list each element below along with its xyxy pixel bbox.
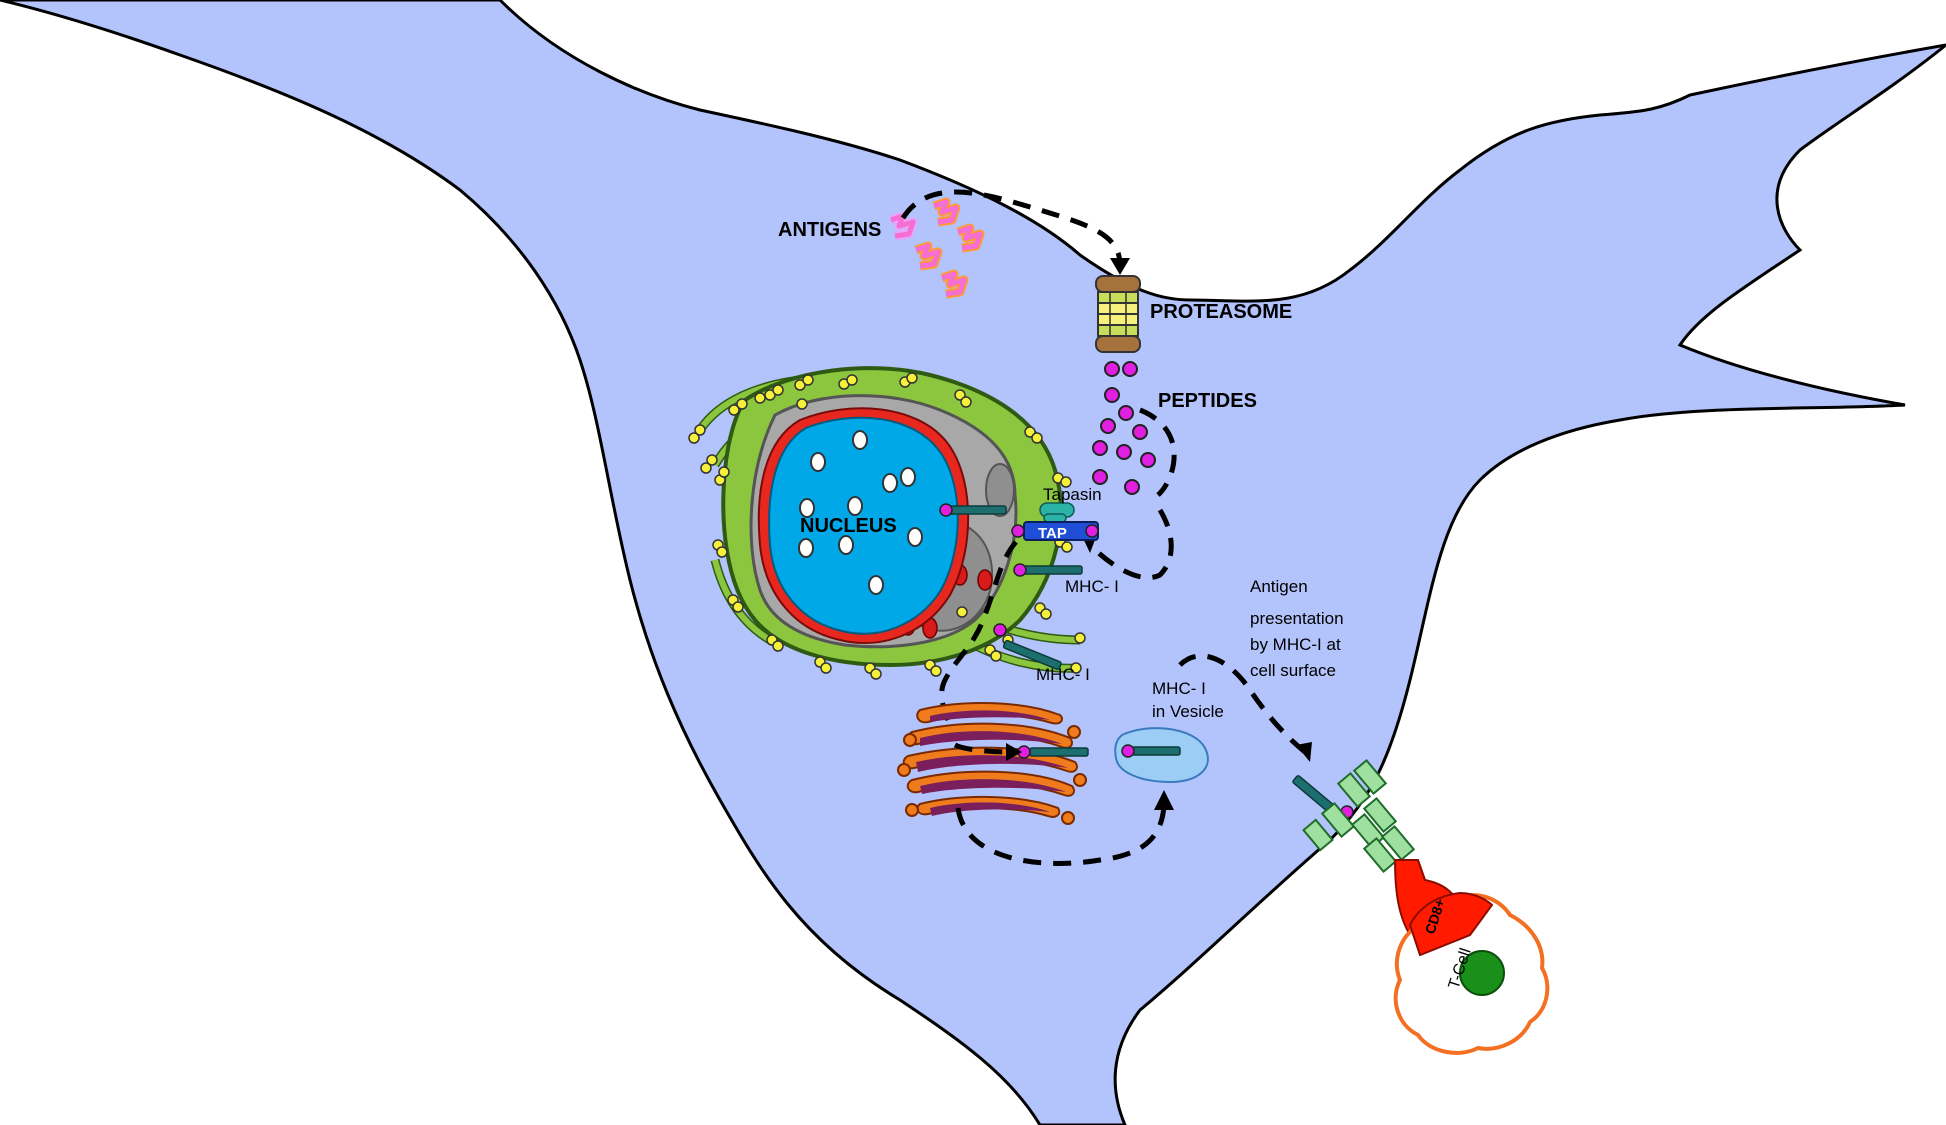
mhc-i-icon xyxy=(993,623,1062,671)
antigen-icon xyxy=(914,241,943,271)
vesicle-icon xyxy=(1114,727,1209,784)
tapasin-label: Tapasin xyxy=(1043,485,1102,504)
t-cell-icon xyxy=(1393,859,1550,1055)
peptide-icon xyxy=(1100,418,1116,434)
peptide-icon xyxy=(1140,452,1156,468)
proteasome-icon xyxy=(1095,275,1141,353)
arrowhead xyxy=(1110,258,1130,275)
antigens-group xyxy=(889,197,985,299)
proteasome-label: PROTEASOME xyxy=(1150,301,1292,323)
peptide-icon xyxy=(1116,444,1132,460)
vesicle-label-line2: in Vesicle xyxy=(1152,702,1224,721)
peptide-icon xyxy=(1124,479,1140,495)
golgi-icon xyxy=(897,702,1087,825)
tapasin-icon xyxy=(1039,502,1075,523)
arrow-into-golgi xyxy=(953,742,1015,755)
peptides-label: PEPTIDES xyxy=(1158,390,1257,412)
mhc-i-icon xyxy=(1013,563,1083,577)
antigen-icon xyxy=(932,197,961,227)
peptide-icon xyxy=(1118,405,1134,421)
mhc-i-er-label: MHC- I xyxy=(1065,577,1119,596)
antigen-icon xyxy=(940,269,969,299)
arrow-peptides-to-tap xyxy=(1088,407,1177,581)
peptide-icon xyxy=(1104,361,1120,377)
nucleus-label: NUCLEUS xyxy=(800,515,897,537)
mhc-i-icon xyxy=(939,503,1007,517)
arrowhead xyxy=(1006,743,1022,761)
arrow-antigens-to-proteasome xyxy=(900,189,1123,266)
tap-label: TAP xyxy=(1038,525,1067,542)
mhc-i-icon xyxy=(1017,745,1089,759)
antigen-icon xyxy=(956,223,985,253)
presentation-label-line2: presentation xyxy=(1250,609,1344,628)
arrowhead xyxy=(1296,742,1312,762)
peptide-icon xyxy=(1104,387,1120,403)
peptide-icon xyxy=(1092,469,1108,485)
arrow-golgi-to-vesicle xyxy=(955,804,1167,866)
presentation-label-line1: Antigen xyxy=(1250,577,1308,596)
presentation-label-line3: by MHC-I at xyxy=(1250,635,1341,654)
tap-transporter-icon xyxy=(1011,521,1099,541)
peptide-icon xyxy=(1122,361,1138,377)
presentation-label-line4: cell surface xyxy=(1250,661,1336,680)
tcr-icon xyxy=(1302,758,1416,874)
peptides-group xyxy=(1092,361,1156,495)
antigens-label: ANTIGENS xyxy=(778,219,881,241)
mhc-i-lower-label: MHC- I xyxy=(1036,665,1090,684)
arrowhead xyxy=(1154,790,1174,810)
nucleus xyxy=(757,407,970,644)
peptide-icon xyxy=(1092,440,1108,456)
vesicle-label-line1: MHC- I xyxy=(1152,679,1206,698)
peptide-icon xyxy=(1132,424,1148,440)
